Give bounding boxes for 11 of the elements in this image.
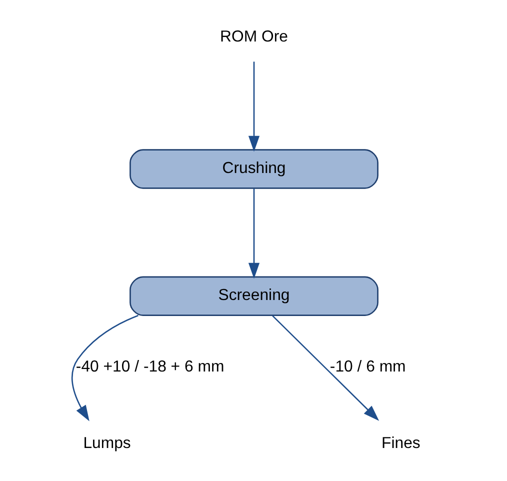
edge-label: -10 / 6 mm xyxy=(329,358,406,376)
edge-label: -40 +10 / -18 + 6 mm xyxy=(75,358,224,376)
arrow xyxy=(272,315,379,421)
node-box: Screening xyxy=(129,276,378,316)
node-text: Fines xyxy=(381,434,420,452)
node-text: Lumps xyxy=(82,434,130,452)
node-text: ROM Ore xyxy=(220,28,288,46)
arrow xyxy=(71,314,138,422)
node-box: Crushing xyxy=(129,149,378,189)
arrow xyxy=(248,62,260,152)
arrow xyxy=(248,188,260,279)
